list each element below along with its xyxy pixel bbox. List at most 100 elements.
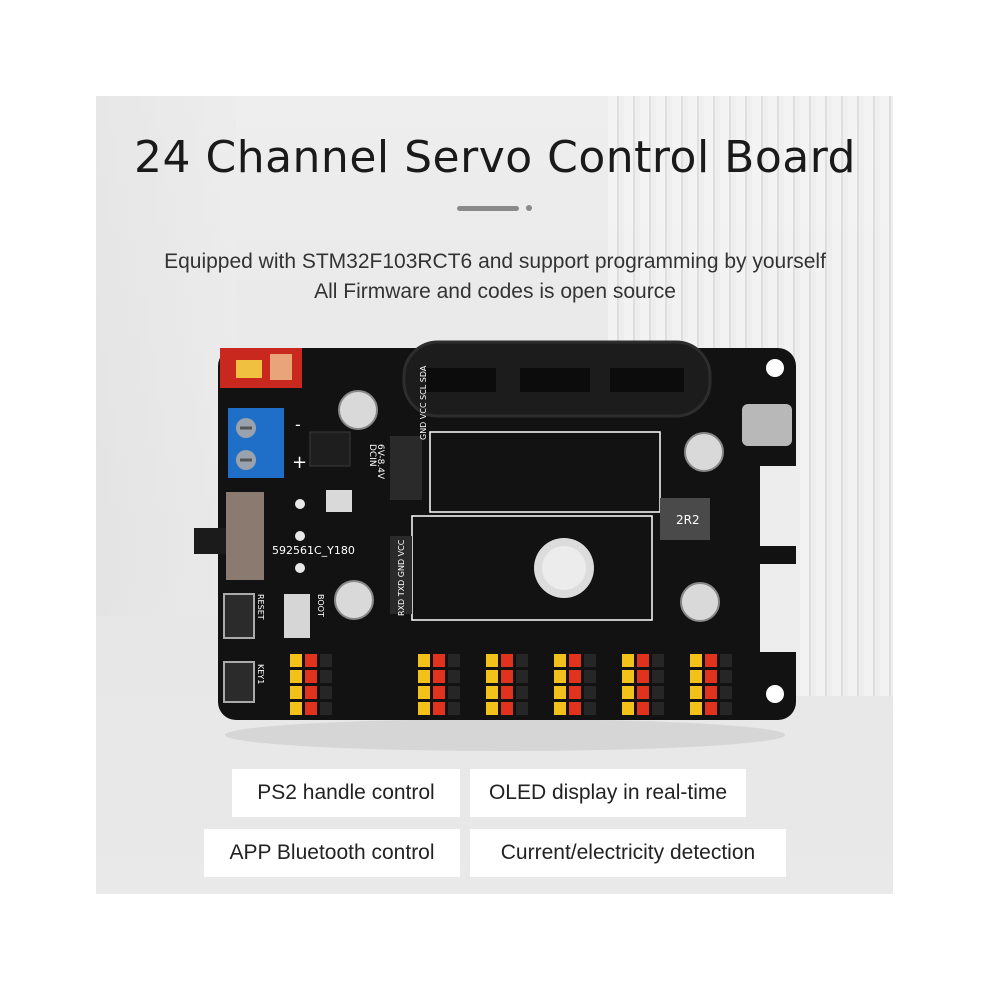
servo-pin [584,686,596,699]
servo-pin [705,654,717,667]
servo-pin [705,702,717,715]
svg-text:RXD TXD GND VCC: RXD TXD GND VCC [397,539,406,616]
servo-pin [622,702,634,715]
servo-pin [652,686,664,699]
servo-pin [720,686,732,699]
servo-pin [320,686,332,699]
boot-button [284,594,310,638]
servo-board-graphic: - + 592561C_Y180 DCIN 6V-8.4V GND VCC SC… [194,340,800,751]
servo-pin [305,654,317,667]
title-divider-dot [526,205,532,211]
servo-pin [433,702,445,715]
servo-pin [516,654,528,667]
subtitle-line-2: All Firmware and codes is open source [314,280,676,303]
servo-pin [516,702,528,715]
servo-pin [516,670,528,683]
servo-pin [554,686,566,699]
servo-pin [516,686,528,699]
servo-pin [448,702,460,715]
servo-pin [622,670,634,683]
servo-pin [637,702,649,715]
servo-pin [418,654,430,667]
servo-pin [448,670,460,683]
svg-text:2R2: 2R2 [676,513,700,527]
pcb-body [218,348,796,720]
servo-pin [290,702,302,715]
reset-button [223,593,255,639]
servo-pin [501,670,513,683]
screw-terminal [228,408,284,478]
servo-pin [554,702,566,715]
servo-pin [705,686,717,699]
oled-header [390,436,422,500]
servo-pin [637,686,649,699]
svg-text:BOOT: BOOT [316,594,325,617]
switch-label: 592561C_Y180 [272,544,355,557]
servo-pin [501,654,513,667]
servo-pin [637,670,649,683]
servo-pin [720,702,732,715]
servo-pin [448,654,460,667]
svg-text:DCIN: DCIN [367,444,377,467]
servo-pin [584,670,596,683]
title-divider [457,206,519,211]
servo-pin-headers [290,654,732,715]
servo-pin [622,686,634,699]
servo-pin [652,654,664,667]
servo-pin [305,670,317,683]
servo-pin [418,670,430,683]
capacitor [338,390,378,430]
servo-pin [486,654,498,667]
servo-pin [690,670,702,683]
servo-pin [652,670,664,683]
servo-pin [501,686,513,699]
servo-pin [652,702,664,715]
jst-connector [760,466,800,546]
servo-pin [433,670,445,683]
svg-text:RESET: RESET [256,594,265,620]
svg-text:6V-8.4V: 6V-8.4V [375,444,385,480]
servo-board-image: - + 592561C_Y180 DCIN 6V-8.4V GND VCC SC… [190,340,800,760]
minus-label: - [295,415,301,434]
servo-pin [554,654,566,667]
servo-pin [622,654,634,667]
servo-pin [637,654,649,667]
servo-pin [584,702,596,715]
svg-text:GND VCC SCL SDA: GND VCC SCL SDA [419,365,428,440]
servo-pin [569,670,581,683]
feature-tag-ps2: PS2 handle control [232,769,460,817]
plus-label: + [292,452,307,473]
servo-pin [569,686,581,699]
feature-tag-current: Current/electricity detection [470,829,786,877]
usb-c-port [742,404,792,446]
servo-pin [305,686,317,699]
servo-pin [448,686,460,699]
servo-pin [290,670,302,683]
servo-pin [584,654,596,667]
slide-switch [226,492,264,580]
servo-pin [720,670,732,683]
servo-pin [418,686,430,699]
servo-pin [418,702,430,715]
servo-pin [554,670,566,683]
page-title: 24 Channel Servo Control Board [134,132,856,183]
servo-pin [320,654,332,667]
inductor [660,498,710,540]
servo-pin [569,654,581,667]
servo-pin [690,654,702,667]
servo-pin [501,702,513,715]
servo-pin [486,702,498,715]
servo-pin [486,670,498,683]
servo-pin [569,702,581,715]
servo-pin [486,686,498,699]
servo-pin [305,702,317,715]
servo-pin [690,686,702,699]
subtitle-line-1: Equipped with STM32F103RCT6 and support … [164,250,826,273]
servo-pin [705,670,717,683]
servo-pin [690,702,702,715]
servo-pin [720,654,732,667]
servo-pin [320,670,332,683]
servo-pin [290,686,302,699]
servo-pin [320,702,332,715]
key-button [223,661,255,703]
